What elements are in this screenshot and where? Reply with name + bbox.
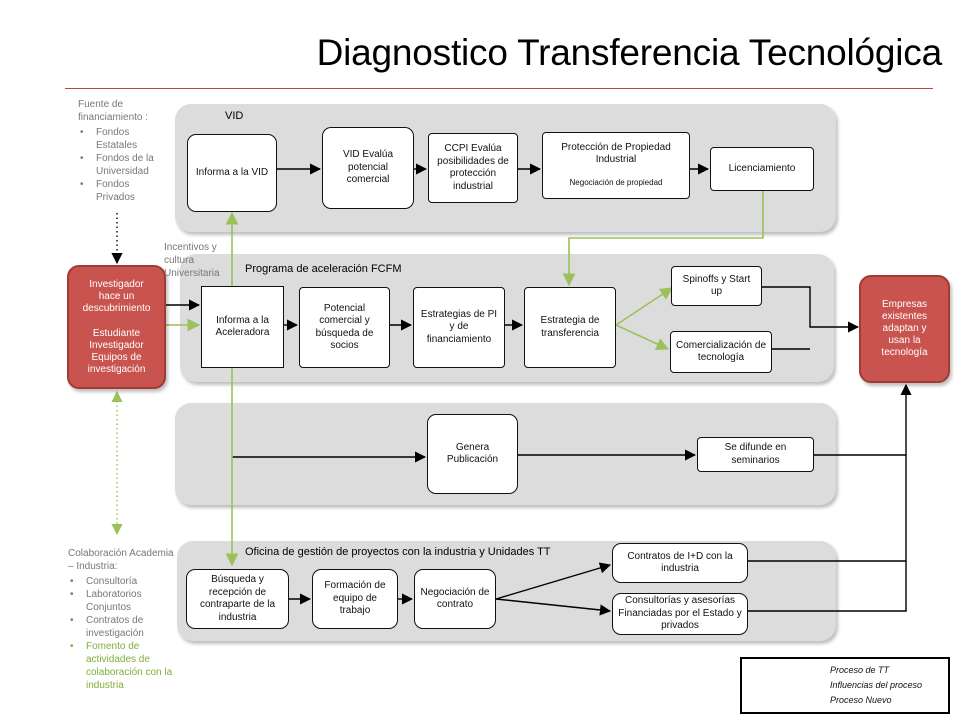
box-inform-vid: Informa a la VID (187, 134, 277, 212)
legend: Proceso de TT Influencias del proceso Pr… (740, 657, 950, 714)
collaboration-item: Laboratorios Conjuntos (68, 588, 176, 614)
box-spinoffs: Spinoffs y Start up (671, 266, 762, 306)
researcher-team-label: Estudiante Investigador Equipos de inves… (87, 327, 146, 375)
collaboration-item: Consultoría (68, 575, 176, 588)
legend-new-process: Proceso Nuevo (830, 695, 892, 705)
lane-vid-title: VID (225, 110, 244, 122)
box-licensing: Licenciamiento (710, 147, 814, 191)
box-search-counterpart: Búsqueda y recepción de contraparte de l… (186, 569, 289, 629)
box-ip-strategies: Estrategias de PI y de financiamiento (413, 287, 505, 368)
box-transfer-strategy: Estrategia de transferencia (524, 287, 616, 368)
incentives-label: Incentivos y cultura Universitaria (164, 242, 220, 279)
box-vid-evaluates: VID Evalúa potencial comercial (322, 127, 414, 209)
box-ccpi-evaluates: CCPI Evalúa posibilidades de protección … (428, 133, 518, 203)
ip-protection-label: Protección de Propiedad Industrial (561, 141, 671, 166)
box-ip-protection: Protección de Propiedad Industrial Negoc… (542, 132, 690, 199)
box-commercial-potential: Potencial comercial y búsqueda de socios (299, 287, 390, 368)
box-contract-negotiation: Negociación de contrato (414, 569, 496, 629)
page-title: Diagnostico Transferencia Tecnológica (316, 32, 943, 73)
box-consulting: Consultorías y asesorías Financiadas por… (612, 593, 748, 635)
box-team-formation: Formación de equipo de trabajo (312, 569, 398, 629)
lane-accel-title: Programa de aceleración FCFM (245, 263, 402, 275)
researcher-discovery-label: Investigador hace un descubrimiento (82, 278, 151, 314)
collaboration-list: Colaboración Academia – Industria: Consu… (68, 547, 176, 692)
title-divider (65, 88, 933, 89)
box-seminars: Se difunde en seminarios (697, 437, 814, 472)
collaboration-heading: Colaboración Academia – Industria: (68, 548, 174, 572)
lane-office-title: Oficina de gestión de proyectos con la i… (245, 546, 551, 558)
box-commercialization: Comercialización de tecnología (670, 331, 772, 373)
funding-sources: Fuente de financiamiento : Fondos Estata… (78, 98, 168, 204)
collaboration-new-item: Fomento de actividades de colaboración c… (68, 640, 176, 692)
companies-box: Empresas existentes adaptan y usan la te… (859, 275, 950, 383)
collaboration-item: Contratos de investigación (68, 614, 176, 640)
funding-heading: Fuente de financiamiento : (78, 99, 149, 123)
legend-tt-process: Proceso de TT (830, 665, 890, 675)
funding-item: Fondos Estatales (78, 126, 168, 152)
funding-item: Fondos de la Universidad (78, 152, 168, 178)
legend-influences: Influencias del proceso (830, 680, 923, 690)
box-rd-contracts: Contratos de I+D con la industria (612, 543, 748, 583)
funding-item: Fondos Privados (78, 178, 168, 204)
box-inform-accelerator: Informa a la Aceleradora (201, 286, 284, 368)
researcher-box: Investigador hace un descubrimiento Estu… (67, 265, 166, 389)
box-generate-publication: Genera Publicación (427, 414, 518, 494)
ip-negotiation-label: Negociación de propiedad (569, 177, 663, 187)
